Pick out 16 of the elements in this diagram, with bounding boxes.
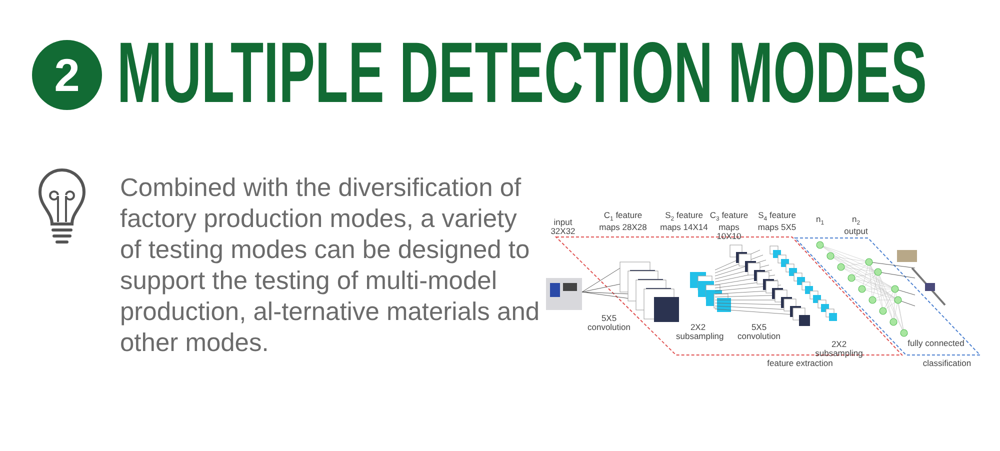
- diagram-label: S$_{4}$ feature maps 5X5: [756, 211, 798, 232]
- diagram-label: feature extraction: [766, 359, 834, 368]
- description-text: Combined with the diversification of factory production modes, a variety of testing modes can be designed to support the testing of multi-model production, al-ternative materials and other modes.: [120, 173, 540, 359]
- diagram-label: input 32X32: [550, 218, 576, 236]
- diagram-label: 2X2 subsampling: [815, 340, 863, 358]
- diagram-label: classification: [922, 359, 972, 368]
- diagram-label: C$_{1}$ feature maps 28X28: [598, 211, 648, 232]
- diagram-label: fully connected: [906, 339, 966, 348]
- diagram-label: 5X5 convolution: [736, 323, 782, 341]
- diagram-label: n$_{2}$ output: [843, 215, 869, 236]
- diagram-label: 5X5 convolution: [586, 314, 632, 332]
- number-badge: 2: [32, 40, 102, 110]
- heading: MULTIPLE DETECTION MODES: [117, 30, 927, 116]
- diagram-label: C$_{3}$ feature maps 10X10: [708, 211, 750, 241]
- diagram-label: S$_{2}$ feature maps 14X14: [660, 211, 708, 232]
- diagram-label: n$_{1}$: [814, 215, 826, 227]
